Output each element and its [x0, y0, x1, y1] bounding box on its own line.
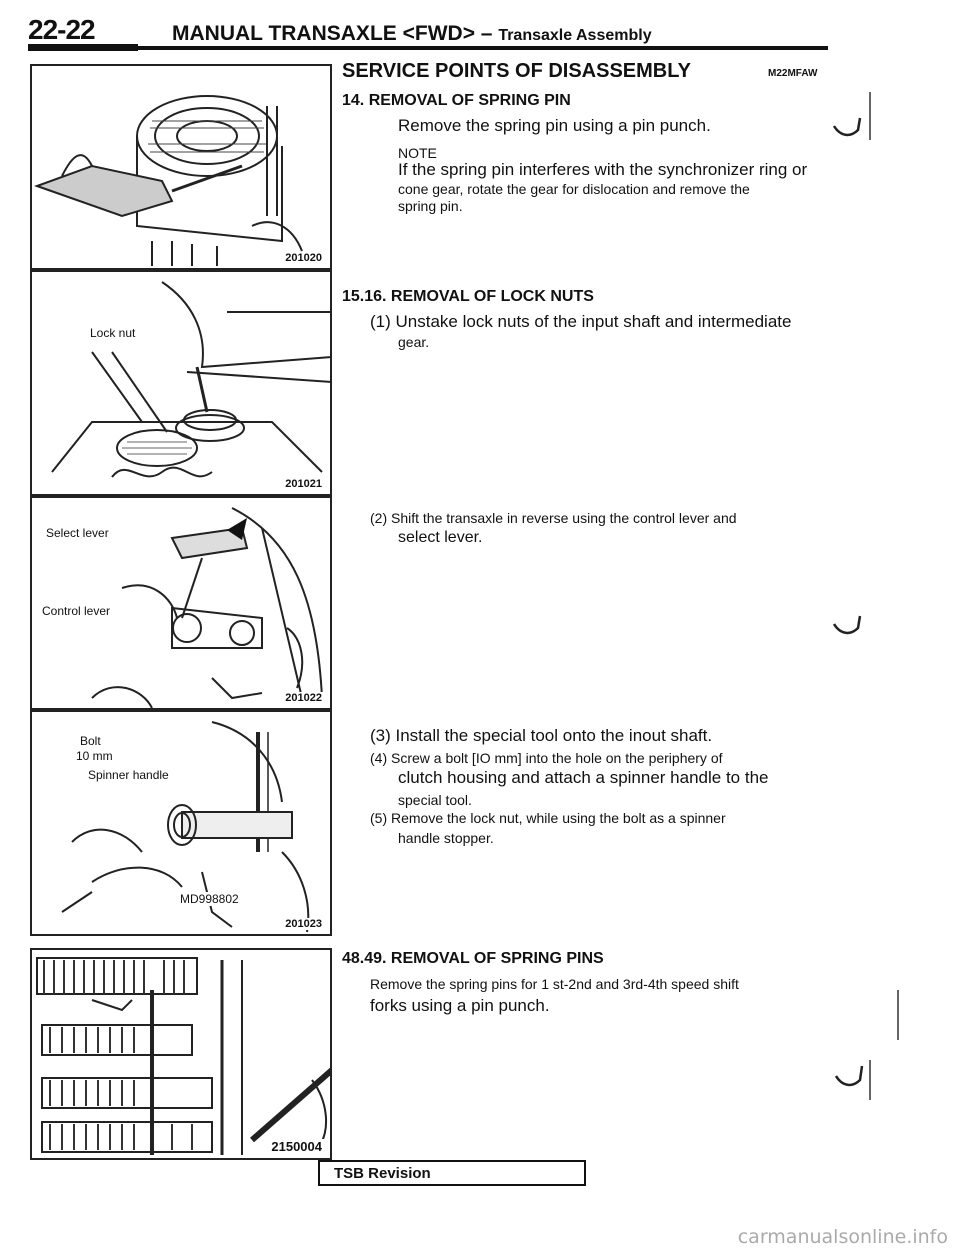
- step15-item1-line: gear.: [398, 334, 430, 350]
- lock-nut-illustration: [51, 281, 330, 478]
- callout-spinner-handle: Spinner handle: [88, 768, 169, 782]
- step15-item2-line: (2) Shift the transaxle in reverse using…: [370, 510, 737, 526]
- step15-item4-line: clutch housing and attach a spinner hand…: [398, 768, 769, 787]
- binding-line: [897, 990, 899, 1040]
- figure-number: 2150004: [269, 1139, 324, 1154]
- step14-note-line: spring pin.: [398, 198, 463, 214]
- step15-item5-line: (5) Remove the lock nut, while using the…: [370, 810, 726, 826]
- header-title-main: MANUAL TRANSAXLE <FWD> –: [172, 22, 493, 45]
- step48-text-line: Remove the spring pins for 1 st-2nd and …: [370, 976, 739, 992]
- callout-select-lever: Select lever: [46, 526, 109, 540]
- step15-item3: (3) Install the special tool onto the in…: [370, 726, 713, 745]
- page-number: 22-22: [28, 14, 96, 45]
- spring-pin-illustration: [34, 95, 303, 266]
- figure-spinner-handle: Bolt 10 mm Spinner handle MD998802 20102…: [30, 710, 332, 936]
- shift-fork-illustration: [36, 957, 330, 1155]
- spinner-handle-illustration: [61, 721, 310, 933]
- figure-lock-nut: Lock nut 201021: [30, 270, 332, 496]
- section-code: M22MFAW: [768, 68, 818, 79]
- callout-control-lever: Control lever: [42, 604, 111, 618]
- binding-mark-icon: [834, 1060, 871, 1100]
- figure-shift-fork-pins: 2150004: [30, 948, 332, 1160]
- figure-number: 201020: [283, 252, 324, 264]
- callout-bolt-size: 10 mm: [76, 749, 113, 763]
- header-rule: [28, 46, 828, 50]
- step15-item5-line: handle stopper.: [398, 830, 494, 846]
- figure-number: 201022: [283, 692, 324, 704]
- step15-item1-line: (1) Unstake lock nuts of the input shaft…: [370, 312, 792, 331]
- watermark: carmanualsonline.info: [737, 1226, 948, 1248]
- step14-note-label: NOTE: [398, 145, 437, 161]
- tsb-revision-label: TSB Revision: [334, 1165, 431, 1182]
- figure-control-lever: Select lever Control lever 201022: [30, 496, 332, 710]
- step14-heading: 14. REMOVAL OF SPRING PIN: [342, 92, 571, 109]
- binding-mark-icon: [832, 615, 862, 635]
- figure-number: 201021: [283, 478, 324, 490]
- step14-note-line: If the spring pin interferes with the sy…: [398, 160, 808, 179]
- figure-number: 201023: [283, 918, 324, 930]
- section-heading: SERVICE POINTS OF DISASSEMBLY: [342, 60, 691, 82]
- step15-item4-line: special tool.: [398, 792, 472, 808]
- step15-item2-line: select lever.: [398, 529, 483, 546]
- header-rule-thick: [28, 44, 138, 51]
- header-subtitle: Transaxle Assembly: [498, 27, 652, 44]
- callout-special-tool: MD998802: [180, 892, 239, 906]
- figure-spring-pin-removal: 201020: [30, 64, 332, 270]
- step15-item4-line: (4) Screw a bolt [IO mm] into the hole o…: [370, 750, 723, 766]
- step15-heading: 15.16. REMOVAL OF LOCK NUTS: [342, 288, 594, 305]
- control-lever-illustration: [91, 507, 323, 708]
- callout-lock-nut: Lock nut: [90, 326, 136, 340]
- callout-bolt: Bolt: [80, 734, 101, 749]
- header-title: MANUAL TRANSAXLE <FWD> – Transaxle Assem…: [172, 22, 652, 46]
- binding-mark-icon: [832, 92, 871, 140]
- tsb-revision-box: TSB Revision: [318, 1160, 586, 1186]
- step48-text-line: forks using a pin punch.: [370, 996, 550, 1015]
- step14-note-line: cone gear, rotate the gear for dislocati…: [398, 181, 750, 197]
- step48-heading: 48.49. REMOVAL OF SPRING PINS: [342, 950, 604, 967]
- step14-text: Remove the spring pin using a pin punch.: [398, 116, 711, 135]
